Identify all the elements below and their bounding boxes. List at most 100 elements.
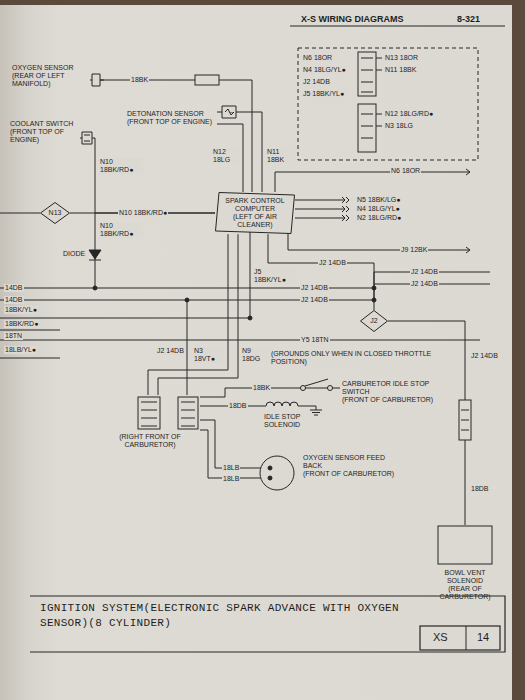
component-location: (FRONT OF CARBURETOR) [342, 396, 438, 404]
component-label: DETONATION SENSOR(FRONT TOP OF ENGINE) [125, 108, 217, 128]
component-name: OXYGEN SENSOR [12, 64, 88, 72]
sheet-text: 14 [476, 631, 490, 644]
diagram-title: IGNITION SYSTEM(ELECTRONIC SPARK ADVANCE… [40, 601, 412, 631]
wire [275, 169, 470, 192]
wire-code: 18BK [252, 384, 271, 392]
component-location: (LEFT OF AIR CLEANER) [220, 213, 290, 229]
wire-code: N11 18BK [266, 148, 294, 164]
wire-code: N2 18LG/RD● [356, 214, 402, 222]
wire-code: J2 14DB [300, 296, 329, 304]
computer-outline [216, 193, 295, 234]
component-name: BOWL VENT SOLENOID [436, 569, 494, 585]
wire-code: N12 18LG/RD● [384, 110, 434, 118]
wire-code: N3 18LG [384, 122, 414, 130]
wire-code: (GROUNDS ONLY WHEN IN CLOSED THROTTLE PO… [270, 350, 442, 366]
diamond-component: N13 [40, 202, 70, 224]
splice-dot [93, 286, 97, 290]
diamond-shape [361, 311, 388, 332]
o2-component: OXYGEN SENSOR FEED BACK(FRONT OF CARBURE… [255, 452, 405, 494]
wire [158, 234, 238, 395]
wire-code: N4 18LG/YL● [302, 66, 347, 74]
connector-symbol [459, 400, 471, 440]
switch-contact [328, 386, 333, 391]
component-location: (FRONT TOP OF ENGINE) [10, 128, 78, 144]
header-rule [290, 25, 505, 26]
o2-shape [255, 456, 294, 490]
connector-pins [361, 114, 382, 138]
detonation-sensor-symbol [222, 106, 236, 118]
carpet-edge [512, 0, 525, 700]
connector-diamond [361, 311, 388, 332]
component-label: OXYGEN SENSOR(REAR OF LEFT MANIFOLD) [10, 62, 90, 90]
wire [0, 272, 490, 300]
component-name: N13 [49, 209, 62, 217]
coil-component: IDLE STOP SOLENOID [262, 400, 324, 431]
wire-code: J9 12BK [400, 246, 428, 254]
title-frame [30, 596, 505, 652]
box-shape [438, 526, 492, 564]
wire-code: N6 18OR [390, 167, 421, 175]
oxygen-sensor-symbol [92, 74, 104, 86]
wire-code: N10 18BK/RD● [99, 158, 143, 174]
connector-symbol [358, 52, 376, 96]
wire-code: 14DB [4, 296, 24, 304]
wire-code: 18BK/YL● [4, 306, 38, 314]
wire-code: 18BK/RD● [4, 320, 39, 328]
wire-code: 14DB [4, 284, 24, 292]
wire-code: J2 14DB [470, 352, 502, 360]
splice-dot [372, 298, 376, 302]
sheet-text: 8-321 [456, 14, 481, 24]
component-location: (FRONT OF CARBURETOR) [303, 470, 403, 478]
component-name: J2 [370, 317, 377, 325]
wire-code: N6 18OR [302, 54, 333, 62]
wire-code: DIODE [62, 250, 86, 258]
component-location: (REAR OF CARBURETOR) [436, 585, 494, 601]
dashed-inset-box [298, 48, 478, 160]
switch-contact [301, 386, 306, 391]
wire-code: N5 18BK/LG● [356, 196, 402, 204]
sheet-text: XS [432, 631, 449, 644]
wire-code: N13 18OR [384, 54, 419, 62]
component-name: OXYGEN SENSOR FEED BACK [303, 454, 403, 470]
component-location: (REAR OF LEFT MANIFOLD) [12, 72, 88, 88]
wire-code: N12 18LG [212, 148, 240, 164]
wire-code: 18LB [222, 464, 240, 472]
carpet-edge [0, 0, 525, 5]
connector-symbol [358, 104, 376, 152]
box-component: BOWL VENT SOLENOID(REAR OF CARBURETOR) [434, 525, 496, 603]
wire-code: N11 18BK [384, 66, 417, 74]
wire-code: N10 18BK/RD● [118, 209, 168, 217]
wire-code: N10 18BK/RD● [99, 222, 143, 238]
wire-code: 18DB [470, 485, 490, 493]
coolant-switch-symbol [82, 132, 92, 144]
wire-code: N9 18DG [241, 347, 269, 363]
wire [0, 226, 250, 318]
wire-code: J2 14DB [318, 259, 347, 267]
wire-code: 18TN [4, 332, 23, 340]
oxygen-sensor-circle [260, 456, 294, 490]
wire [288, 226, 470, 253]
wire-code: J5 18BK/YL● [253, 268, 295, 284]
component-name: DETONATION SENSOR [127, 110, 215, 118]
wire [148, 234, 228, 395]
component-location: (FRONT TOP OF ENGINE) [127, 118, 215, 126]
wire-code: 18LB [222, 475, 240, 483]
wire-code: 18LB/YL● [4, 346, 37, 354]
splice-dot [185, 298, 189, 302]
component-label: CARBURETOR IDLE STOP SWITCH(FRONT OF CAR… [340, 378, 440, 406]
wire [90, 80, 252, 192]
wire [200, 430, 255, 478]
conn-component: (RIGHT FRONT OF CARBURETOR) [100, 395, 200, 451]
switch-blade [305, 379, 328, 386]
wire-code: J2 14DB [302, 78, 331, 86]
diode-symbol [89, 250, 101, 260]
conn-shape [138, 397, 198, 429]
wire-code: J2 14DB [156, 347, 186, 355]
sheet-number-box [420, 626, 500, 650]
wire [187, 300, 188, 395]
wire-code: 18BK [130, 76, 149, 84]
comp-component: SPARK CONTROL COMPUTER(LEFT OF AIR CLEAN… [215, 192, 295, 234]
wire-code: J2 14DB [410, 280, 439, 288]
component-name: CARBURETOR IDLE STOP SWITCH [342, 380, 438, 396]
